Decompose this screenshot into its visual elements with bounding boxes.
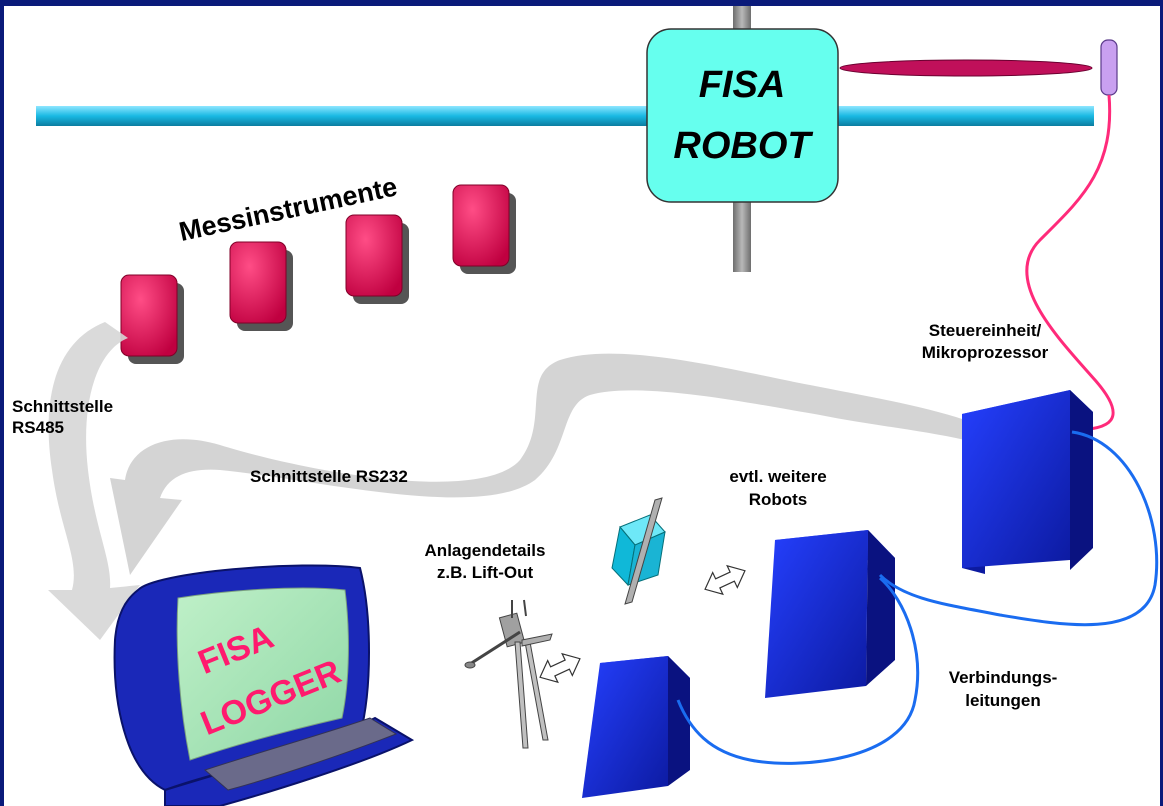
bidirectional-arrow-upper bbox=[704, 564, 746, 596]
robot-arm bbox=[839, 59, 1093, 77]
rs485-label-line1: Schnittstelle bbox=[12, 397, 113, 416]
instrument-4 bbox=[452, 184, 516, 274]
rs485-arrow bbox=[48, 322, 140, 640]
clamp-detail bbox=[464, 599, 553, 749]
rs232-arrow bbox=[110, 353, 965, 575]
rs485-label-line2: RS485 bbox=[12, 418, 64, 437]
instrument-2 bbox=[229, 241, 293, 331]
rail bbox=[36, 106, 1094, 126]
sensor-probe bbox=[1100, 39, 1118, 96]
control-unit-box bbox=[962, 390, 1093, 574]
blue-cables bbox=[676, 430, 1159, 765]
pink-cable bbox=[1025, 94, 1115, 432]
robot-box: FISA ROBOT bbox=[646, 28, 839, 203]
control-unit-label-line2: Mikroprozessor bbox=[922, 343, 1049, 362]
details-label-line1: Anlagendetails bbox=[425, 541, 546, 560]
robots-label-line2: Robots bbox=[749, 490, 808, 509]
robots-label-line1: evtl. weitere bbox=[729, 467, 826, 486]
robot-label-line2: ROBOT bbox=[673, 125, 813, 167]
details-label-line2: z.B. Lift-Out bbox=[437, 563, 534, 582]
lift-out-detail bbox=[611, 497, 666, 605]
instrument-1 bbox=[120, 274, 184, 364]
cables-label-line2: leitungen bbox=[965, 691, 1041, 710]
bidirectional-arrow-lower bbox=[539, 652, 581, 684]
instrument-3 bbox=[345, 214, 409, 304]
control-unit-label-line1: Steuereinheit/ bbox=[929, 321, 1042, 340]
robot-box-middle bbox=[765, 530, 895, 698]
robot-label-line1: FISA bbox=[699, 64, 786, 106]
laptop-logger: FISA LOGGER bbox=[113, 564, 415, 806]
measuring-instruments bbox=[120, 184, 516, 364]
rs232-label: Schnittstelle RS232 bbox=[250, 467, 408, 486]
cables-label-line1: Verbindungs- bbox=[949, 668, 1058, 687]
laptop-screen bbox=[176, 587, 349, 761]
robot-box-bottom bbox=[582, 656, 690, 798]
laptop-keyboard bbox=[204, 717, 398, 791]
